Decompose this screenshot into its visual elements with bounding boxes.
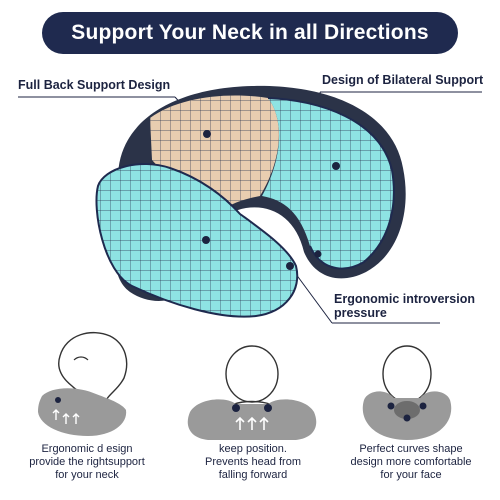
head-profile-illustration: [38, 332, 128, 436]
callout-introversion-line1: Ergonomic introversion: [334, 292, 475, 306]
caption-middle: keep position. Prevents head from fallin…: [205, 443, 301, 481]
callout-dot-front: [202, 236, 210, 244]
caption-right: Perfect curves shape design more comfort…: [350, 443, 472, 481]
callout-dot-introversion: [286, 262, 294, 270]
callout-introversion-line2: pressure: [334, 306, 387, 320]
caption-left: Ergonomic d esign provide the rightsuppo…: [29, 443, 145, 481]
page-title: Support Your Neck in all Directions: [71, 21, 429, 44]
callout-full-back-support: Full Back Support Design: [18, 78, 171, 92]
head-front-illustration: [362, 345, 452, 440]
callout-dot-back: [203, 130, 211, 138]
header-banner: Support Your Neck in all Directions: [42, 12, 458, 54]
head-back-illustration: [187, 345, 317, 440]
callout-bilateral-support: Design of Bilateral Support: [322, 73, 484, 87]
callout-dot-bilateral: [332, 162, 340, 170]
